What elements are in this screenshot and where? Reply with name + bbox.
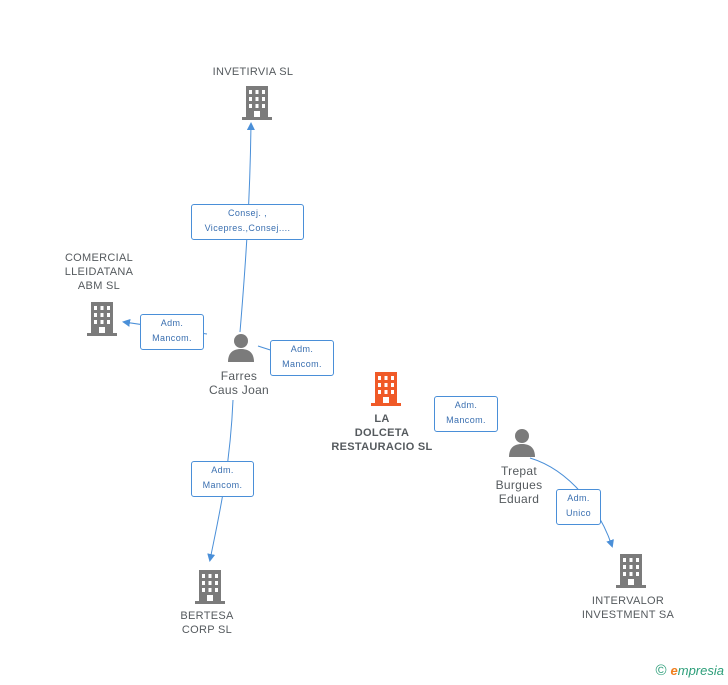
building-icon[interactable] — [615, 554, 647, 588]
node-dolceta-label[interactable]: LA DOLCETA RESTAURACIO SL — [331, 413, 433, 453]
node-bertesa-label[interactable]: BERTESA CORP SL — [180, 610, 234, 636]
node-invetirvia-label[interactable]: INVETIRVIA SL — [212, 66, 294, 78]
building-icon[interactable] — [194, 570, 226, 604]
building-icon[interactable] — [241, 86, 273, 120]
relation-label-farres-invetirvia[interactable]: Consej. , Vicepres.,Consej.... — [191, 204, 304, 240]
building-icon[interactable] — [86, 302, 118, 336]
relation-label-farres-comercial[interactable]: Adm. Mancom. — [140, 314, 204, 350]
relation-label-trepat-intervalor[interactable]: Adm. Unico — [556, 489, 601, 525]
person-icon[interactable] — [507, 428, 537, 458]
main-building-icon[interactable] — [370, 372, 402, 406]
node-farres-label[interactable]: Farres Caus Joan — [208, 369, 270, 397]
node-intervalor-label[interactable]: INTERVALOR INVESTMENT SA — [581, 595, 675, 621]
relation-label-farres-dolceta[interactable]: Adm. Mancom. — [270, 340, 334, 376]
node-trepat-label[interactable]: Trepat Burgues Eduard — [495, 464, 543, 506]
relation-label-farres-bertesa[interactable]: Adm. Mancom. — [191, 461, 254, 497]
node-comercial-label[interactable]: COMERCIAL LLEIDATANA ABM SL — [64, 252, 134, 292]
relation-label-trepat-dolceta[interactable]: Adm. Mancom. — [434, 396, 498, 432]
empresia-logo: ©empresia — [655, 662, 724, 679]
copyright-icon: © — [655, 662, 667, 679]
person-icon[interactable] — [226, 333, 256, 363]
